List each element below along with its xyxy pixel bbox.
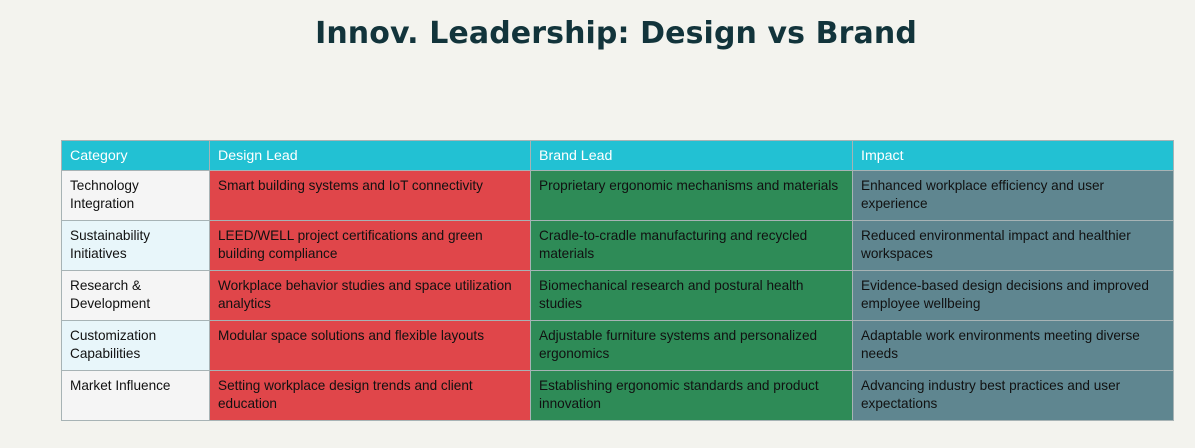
- cell-brand-lead: Biomechanical research and postural heal…: [530, 270, 853, 321]
- header-impact: Impact: [852, 140, 1174, 171]
- header-category: Category: [61, 140, 210, 171]
- cell-design-lead: Setting workplace design trends and clie…: [209, 370, 531, 421]
- table-body: Technology Integration Smart building sy…: [61, 170, 1174, 421]
- cell-impact: Reduced environmental impact and healthi…: [852, 220, 1174, 271]
- cell-design-lead: LEED/WELL project certifications and gre…: [209, 220, 531, 271]
- table-header: Category Design Lead Brand Lead Impact: [61, 140, 1174, 171]
- cell-category: Customization Capabilities: [61, 320, 210, 371]
- table-row: Customization Capabilities Modular space…: [61, 320, 1174, 371]
- cell-brand-lead: Cradle-to-cradle manufacturing and recyc…: [530, 220, 853, 271]
- chart-title: Innov. Leadership: Design vs Brand: [315, 16, 917, 51]
- cell-category: Market Influence: [61, 370, 210, 421]
- leadership-table: Category Design Lead Brand Lead Impact T…: [61, 140, 1174, 421]
- cell-impact: Advancing industry best practices and us…: [852, 370, 1174, 421]
- cell-category: Sustainability Initiatives: [61, 220, 210, 271]
- cell-impact: Enhanced workplace efficiency and user e…: [852, 170, 1174, 221]
- table-row: Research & Development Workplace behavio…: [61, 270, 1174, 321]
- cell-category: Technology Integration: [61, 170, 210, 221]
- cell-impact: Adaptable work environments meeting dive…: [852, 320, 1174, 371]
- header-row: Category Design Lead Brand Lead Impact: [61, 140, 1174, 171]
- cell-brand-lead: Proprietary ergonomic mechanisms and mat…: [530, 170, 853, 221]
- header-design-lead: Design Lead: [209, 140, 531, 171]
- cell-brand-lead: Establishing ergonomic standards and pro…: [530, 370, 853, 421]
- cell-design-lead: Workplace behavior studies and space uti…: [209, 270, 531, 321]
- header-brand-lead: Brand Lead: [530, 140, 853, 171]
- table-row: Market Influence Setting workplace desig…: [61, 370, 1174, 421]
- cell-design-lead: Smart building systems and IoT connectiv…: [209, 170, 531, 221]
- cell-brand-lead: Adjustable furniture systems and persona…: [530, 320, 853, 371]
- cell-design-lead: Modular space solutions and flexible lay…: [209, 320, 531, 371]
- table-row: Sustainability Initiatives LEED/WELL pro…: [61, 220, 1174, 271]
- table-row: Technology Integration Smart building sy…: [61, 170, 1174, 221]
- cell-category: Research & Development: [61, 270, 210, 321]
- cell-impact: Evidence-based design decisions and impr…: [852, 270, 1174, 321]
